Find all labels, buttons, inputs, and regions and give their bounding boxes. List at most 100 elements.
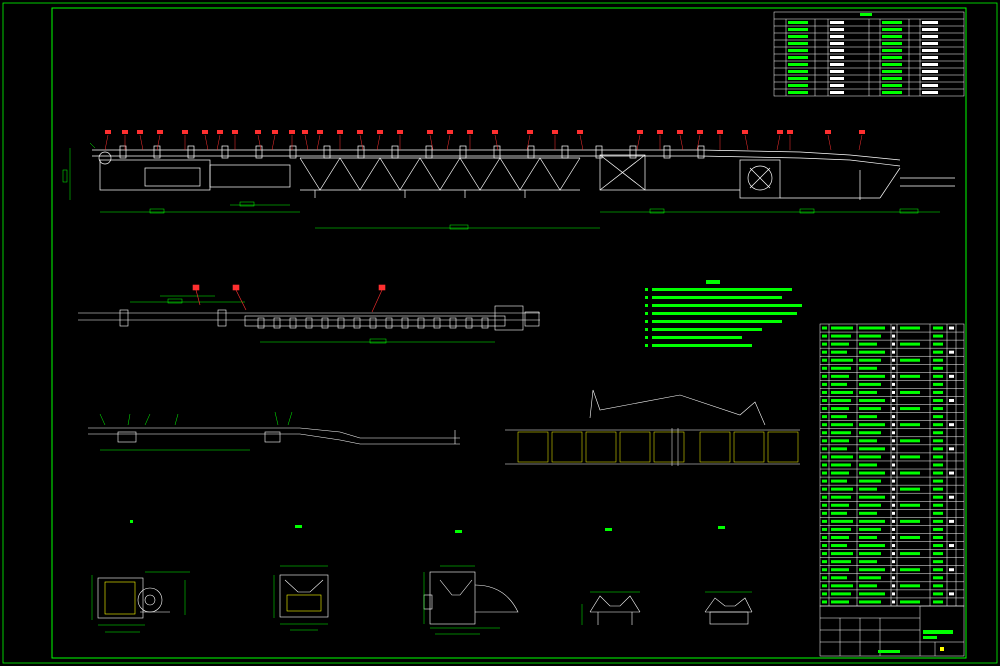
leader-callout (427, 130, 433, 134)
bom-qty (892, 471, 895, 475)
bom-weight (933, 592, 943, 596)
leader-line (636, 134, 641, 151)
idler-roller (153, 145, 161, 159)
bom-item-number (822, 382, 827, 386)
parameter-value (922, 42, 938, 45)
bom-note (949, 544, 954, 548)
bom-part-number (831, 374, 849, 378)
bom-item-number (822, 592, 827, 596)
bom-qty (892, 366, 895, 370)
belt-cell (733, 431, 765, 463)
leader-line (429, 134, 434, 151)
bom-qty (892, 431, 895, 435)
parameter-label (882, 42, 902, 45)
bom-part-name (859, 342, 877, 346)
bom-note (949, 423, 954, 427)
bom-part-name (859, 495, 885, 499)
leader-callout (677, 130, 683, 134)
bom-part-number (831, 592, 851, 596)
bom-qty (892, 463, 895, 467)
leader-callout (657, 130, 663, 134)
note-number (645, 304, 648, 307)
bom-part-name (859, 463, 877, 467)
parameter-value (830, 28, 844, 31)
bom-qty (892, 439, 895, 443)
bom-part-name (859, 407, 881, 411)
bom-weight (933, 439, 943, 443)
leader-callout (637, 130, 643, 134)
bill-of-materials (819, 323, 965, 607)
bom-part-number (831, 366, 851, 370)
bom-qty (892, 447, 895, 451)
bom-qty (892, 584, 895, 588)
leader-line (579, 134, 584, 151)
plan-roller (433, 317, 441, 329)
bom-item-number (822, 584, 827, 588)
parameter-label (788, 70, 808, 73)
bom-item-number (822, 334, 827, 338)
bom-part-name (859, 479, 881, 483)
leader-callout (552, 130, 558, 134)
leader-line (156, 134, 161, 151)
bom-part-name (859, 519, 885, 523)
bom-part-number (831, 439, 849, 443)
bom-weight (933, 399, 943, 403)
note-number (645, 336, 648, 339)
bom-weight (933, 415, 943, 419)
bom-weight (933, 519, 943, 523)
bom-part-number (831, 552, 853, 556)
title-block-marks (878, 630, 953, 653)
bom-qty (892, 350, 895, 354)
leader-callout (777, 130, 783, 134)
main-elevation-leaders (104, 130, 865, 151)
belt-cell (699, 431, 731, 463)
plan-roller (305, 317, 313, 329)
leader-callout (302, 130, 308, 134)
bom-part-name (859, 584, 877, 588)
bom-qty (892, 423, 895, 427)
leader-callout (137, 130, 143, 134)
bom-qty (892, 415, 895, 419)
leader-callout (447, 130, 453, 134)
leader-callout (467, 130, 473, 134)
section-view-d-dims (581, 591, 640, 625)
parameter-label (788, 63, 808, 66)
bom-part-name (859, 326, 885, 330)
idler-roller (527, 145, 535, 159)
bom-part-name (859, 503, 881, 507)
bom-weight (933, 431, 943, 435)
bom-part-number (831, 560, 851, 564)
parameter-table-heading (860, 13, 872, 16)
bom-qty (892, 560, 895, 564)
parameter-label (788, 77, 808, 80)
leader-callout (577, 130, 583, 134)
leader-line (526, 134, 531, 151)
bom-weight (933, 535, 943, 539)
bom-qty (892, 455, 895, 459)
plan-roller (369, 317, 377, 329)
bom-weight (933, 342, 943, 346)
note-number (645, 288, 648, 291)
parameter-value (830, 35, 844, 38)
bom-weight (933, 471, 943, 475)
bom-item-number (822, 503, 827, 507)
leader-line (216, 134, 221, 151)
belt-cell (585, 431, 617, 463)
bom-material (900, 390, 920, 394)
leader-line (257, 134, 262, 151)
leader-callout (202, 130, 208, 134)
bom-weight (933, 366, 943, 370)
section-view-b-dims (273, 565, 328, 631)
bom-qty (892, 374, 895, 378)
leader-line (204, 134, 209, 151)
bom-part-name (859, 576, 881, 580)
note-number (645, 344, 648, 347)
bom-part-name (859, 471, 885, 475)
note-line (652, 328, 762, 331)
bom-material (900, 535, 920, 539)
leader-callout (492, 130, 498, 134)
bom-part-name (859, 358, 881, 362)
bom-item-number (822, 390, 827, 394)
leader-line (304, 134, 309, 151)
